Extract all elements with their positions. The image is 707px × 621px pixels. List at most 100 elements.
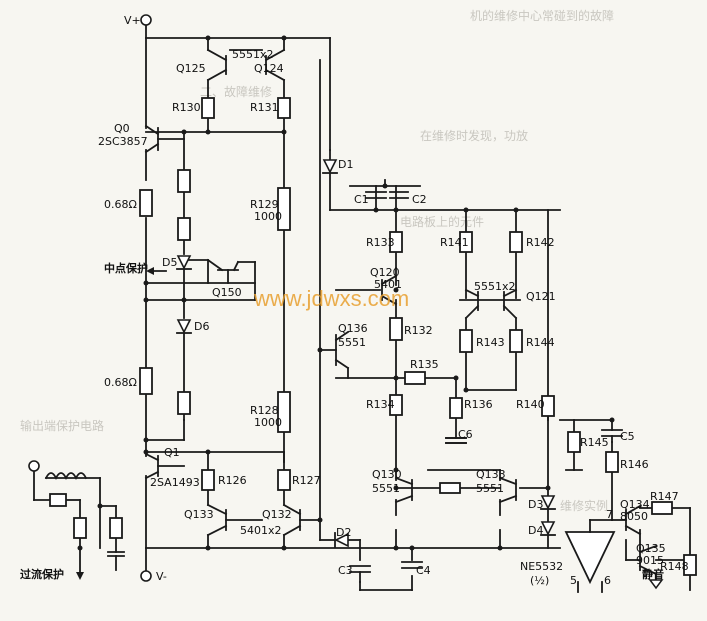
resistor-r131-icon xyxy=(277,97,291,119)
r147-label: R147 xyxy=(650,490,679,503)
resistor-r136-icon xyxy=(449,397,463,419)
resistor-icon xyxy=(439,482,461,494)
r141-label: R141 xyxy=(440,236,469,249)
junction-dots xyxy=(77,35,693,563)
diodes xyxy=(176,159,556,548)
midpoint-protect-label: 中点保护 xyxy=(104,261,148,275)
opamp-pin7-label: 7 xyxy=(606,508,613,521)
r140-label: R140 xyxy=(516,398,545,411)
midpoint-protect-arrow-icon xyxy=(146,267,167,275)
resistor-r128-icon xyxy=(277,391,291,433)
resistor-r148-icon xyxy=(683,554,697,576)
r-top-emitter-label: 0.68Ω xyxy=(104,198,137,211)
resistor-068-bottom-icon xyxy=(139,367,153,395)
vminus-terminal-icon xyxy=(140,570,152,582)
input-terminal-icon xyxy=(28,460,40,472)
q125-label: Q125 xyxy=(176,62,206,75)
bg-text: 电路板上的元件 xyxy=(400,214,484,229)
q121-label: Q121 xyxy=(526,290,556,303)
resistor-r135-icon xyxy=(404,371,426,385)
r135-label: R135 xyxy=(410,358,439,371)
overcurrent-protect-label: 过流保护 xyxy=(20,567,64,581)
diode-d6-icon xyxy=(176,319,192,334)
q120-part-label: 5401 xyxy=(374,278,402,291)
r130-label: R130 xyxy=(172,101,201,114)
c6-label: C6 xyxy=(458,428,473,441)
capacitor-c3-icon xyxy=(349,565,371,583)
resistor-icon xyxy=(73,517,87,539)
q0-part-label: 2SC3857 xyxy=(98,135,148,148)
transistor-q125-icon xyxy=(206,48,228,82)
r133-label: R133 xyxy=(366,236,395,249)
transistor-q121-icon xyxy=(464,288,518,320)
resistor-r133-icon xyxy=(389,231,403,253)
d1-label: D1 xyxy=(338,158,353,171)
r144-label: R144 xyxy=(526,336,555,349)
d6-label: D6 xyxy=(194,320,209,333)
resistor-icon xyxy=(177,217,191,241)
q130-part-label: 5551 xyxy=(372,482,400,495)
q134-label: Q134 xyxy=(620,498,650,511)
opamp-part-label: NE5532 xyxy=(520,560,563,573)
capacitor-c4-icon xyxy=(401,561,423,569)
q132-label: Q132 xyxy=(262,508,292,521)
resistors xyxy=(49,97,697,576)
r146-label: R146 xyxy=(620,458,649,471)
r129-value-label: 1000 xyxy=(254,210,282,223)
mute-ground-icon xyxy=(648,579,664,590)
q135-part-label: 9015 xyxy=(636,554,664,567)
d5-label: D5 xyxy=(162,256,177,269)
c2-label: C2 xyxy=(412,193,427,206)
capacitor-c5-icon xyxy=(601,429,623,443)
r-bot-emitter-label: 0.68Ω xyxy=(104,376,137,389)
resistor-r140-icon xyxy=(541,395,555,417)
q136-part-label: 5551 xyxy=(338,336,366,349)
resistor-r129-icon xyxy=(277,187,291,231)
bg-text: 在维修时发现，功放 xyxy=(420,128,528,143)
q150-label: Q150 xyxy=(212,286,242,299)
transistor-q133-icon xyxy=(206,503,228,537)
wires xyxy=(33,25,691,591)
transistor-q136-icon xyxy=(334,330,350,379)
resistor-r134-icon xyxy=(389,394,403,416)
resistor-icon xyxy=(177,391,191,415)
diode-d3-icon xyxy=(540,495,556,510)
d2-label: D2 xyxy=(336,526,351,539)
vplus-label: V+ xyxy=(124,14,141,27)
resistor-r147-icon xyxy=(651,501,673,515)
inductor-icon xyxy=(44,472,88,481)
q124-label: Q124 xyxy=(254,62,284,75)
capacitor-c6-icon xyxy=(445,437,467,444)
r126-label: R126 xyxy=(218,474,247,487)
q0-label: Q0 xyxy=(114,122,130,135)
r134-label: R134 xyxy=(366,398,395,411)
vplus-terminal-icon xyxy=(140,14,152,26)
r145-label: R145 xyxy=(580,436,609,449)
watermark: www.jdwxs.com xyxy=(253,286,409,311)
q120-label: Q120 xyxy=(370,266,400,279)
opamp-icon xyxy=(564,519,616,593)
q134-part-label: 8050 xyxy=(620,510,648,523)
resistor-r130-icon xyxy=(201,97,215,119)
pair-top-label: 5551x2 xyxy=(232,48,274,61)
resistor-r126-icon xyxy=(201,469,215,491)
resistor-r132-icon xyxy=(389,317,403,341)
transistor-q1-icon xyxy=(144,452,185,480)
c3-label: C3 xyxy=(338,564,353,577)
capacitor-c1-icon xyxy=(365,191,387,199)
q1-part-label: 2SA1493 xyxy=(150,476,200,489)
transistor-q132-icon xyxy=(282,503,302,537)
opamp-half-label: (½) xyxy=(530,574,549,587)
bg-text: 维修实例 xyxy=(560,498,608,513)
transistor-q130-icon xyxy=(394,476,414,504)
r128-label: R128 xyxy=(250,404,279,417)
diode-d2-icon xyxy=(334,532,349,548)
r129-label: R129 xyxy=(250,198,279,211)
pair-bottom-label: 5401x2 xyxy=(240,524,282,537)
q133r-label: Q133 xyxy=(476,468,506,481)
q136-label: Q136 xyxy=(338,322,368,335)
transistor-q124-icon xyxy=(264,48,286,82)
resistor-r141-icon xyxy=(459,231,473,253)
r127-label: R127 xyxy=(292,474,321,487)
